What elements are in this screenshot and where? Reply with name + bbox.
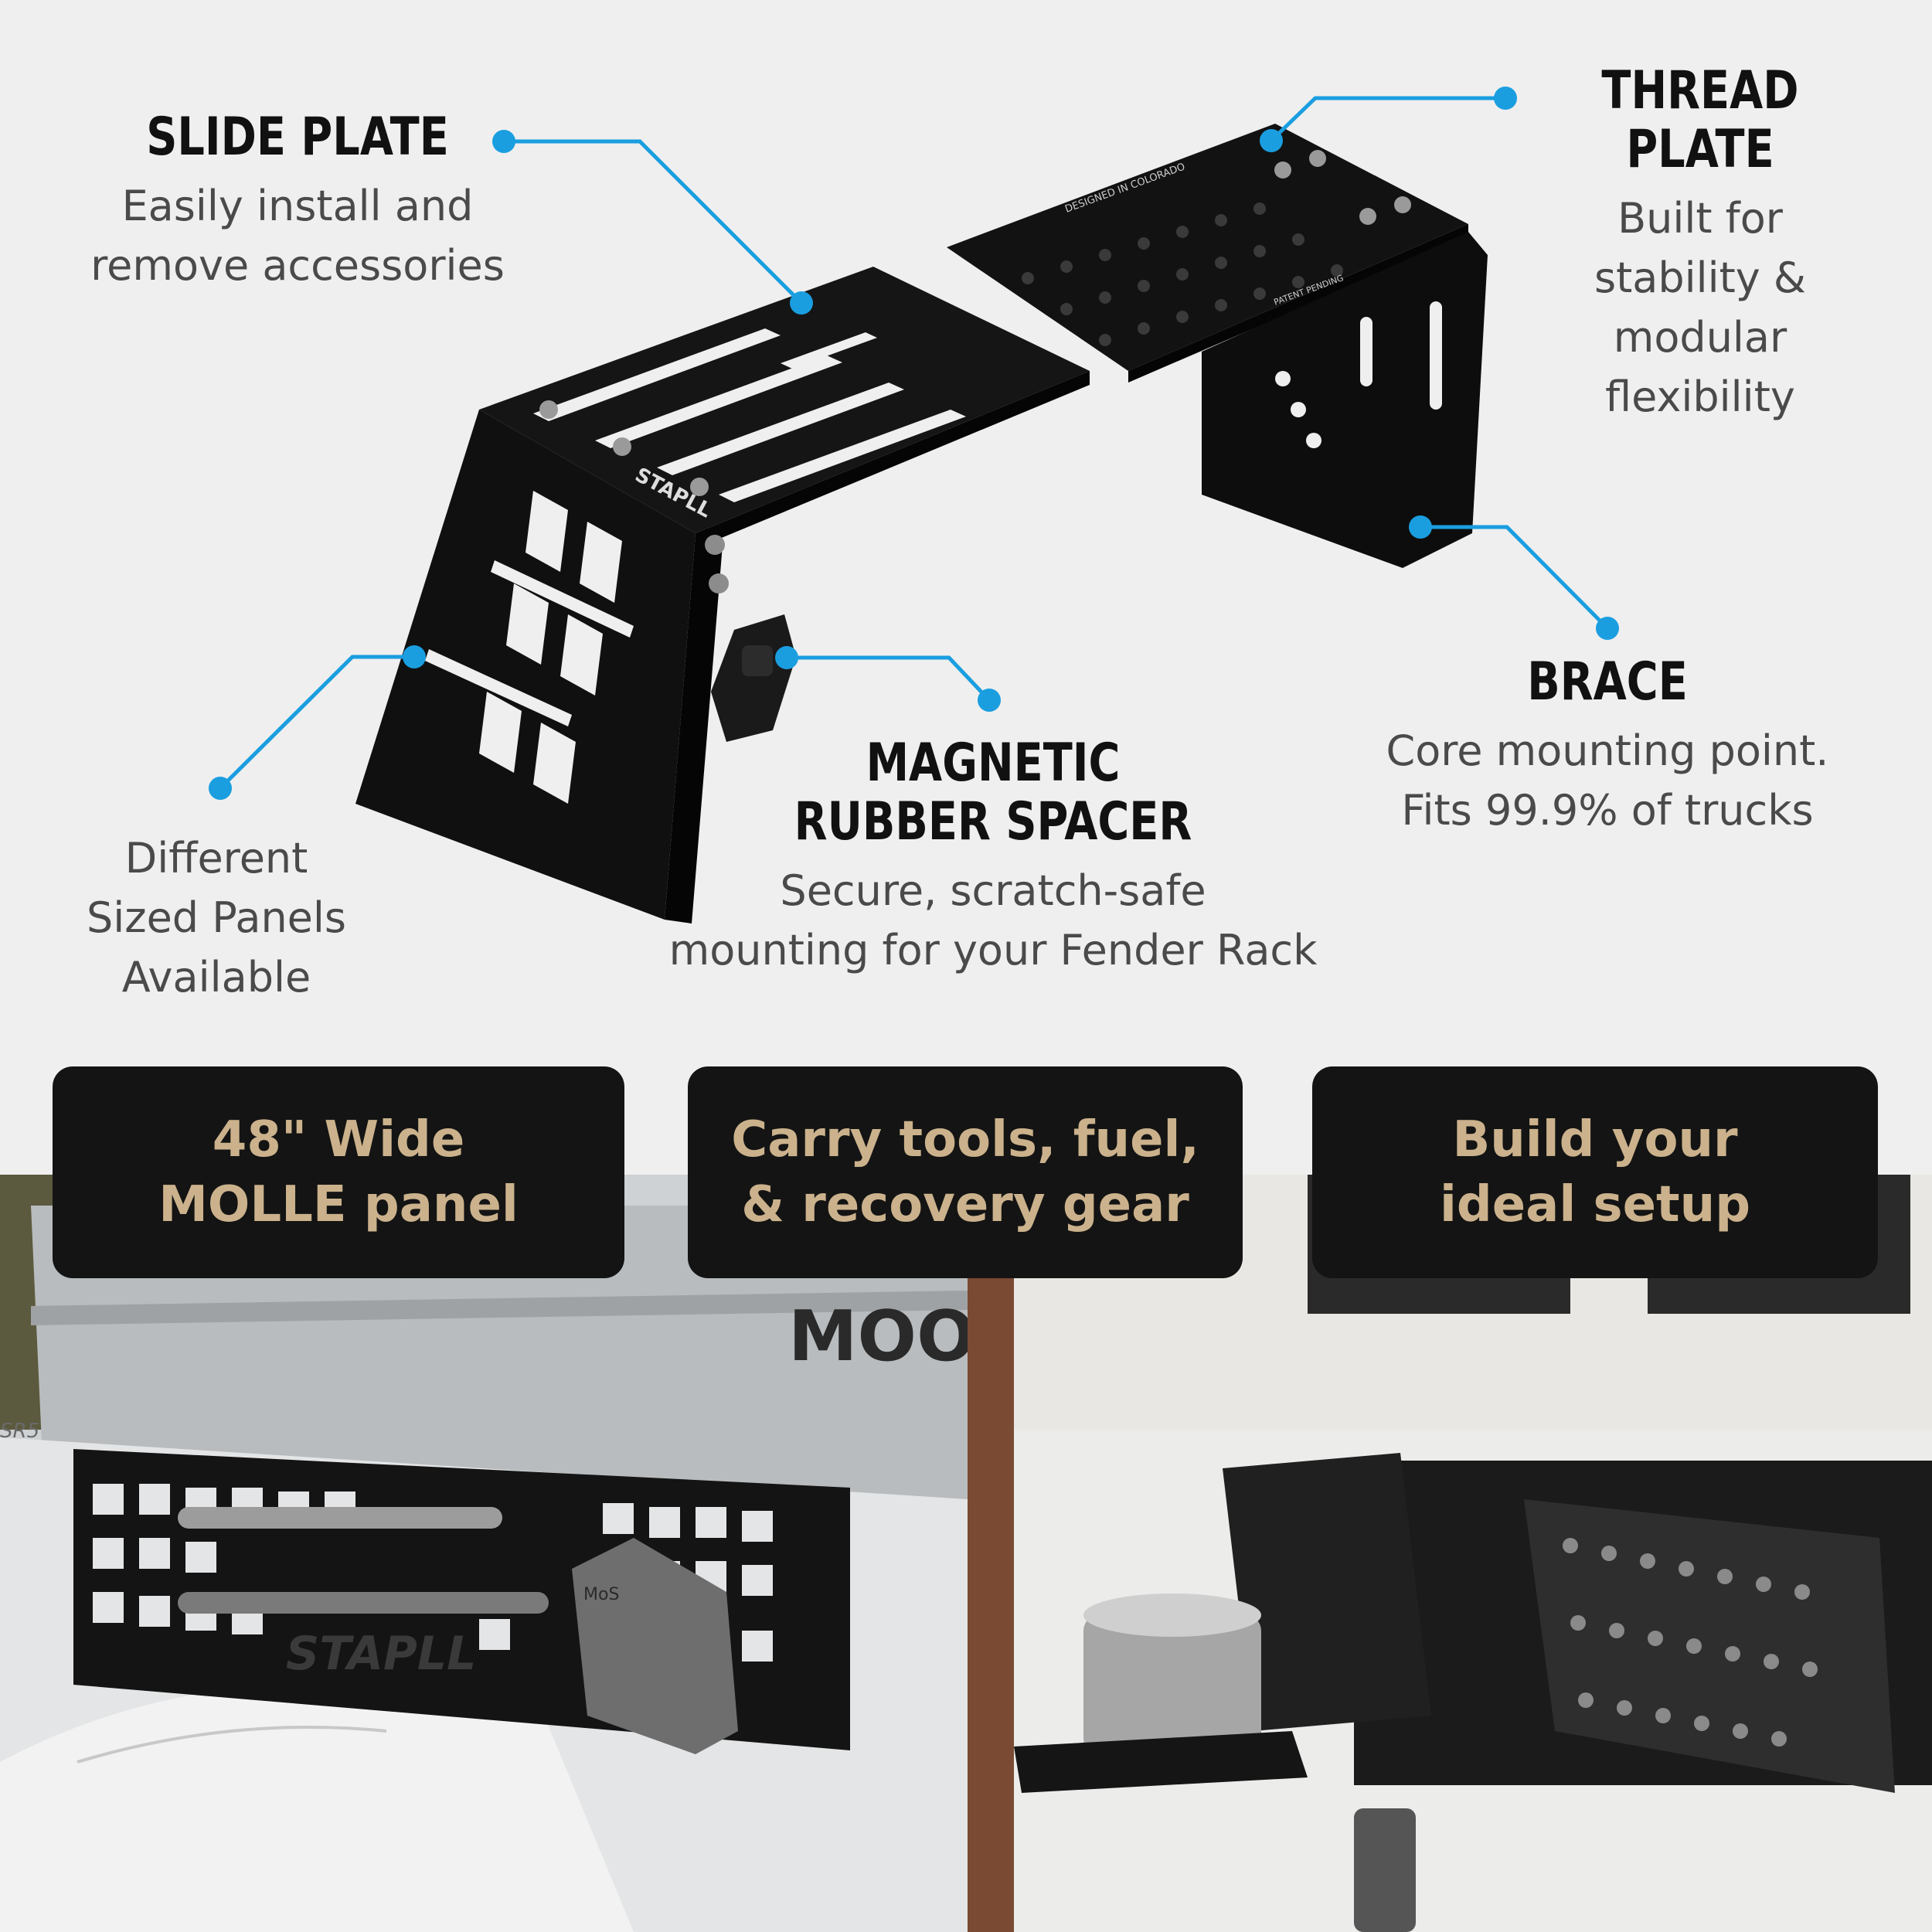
slide-plate-title: SLIDE PLATE [146,107,449,168]
badge-molle-text: 48" Wide MOLLE panel [158,1111,519,1233]
recovery-boards [1524,1499,1895,1793]
folding-box [1223,1453,1431,1731]
thread-plate-title: THREAD PLATE [1601,60,1799,181]
magnetic-spacer-desc: Secure, scratch-safe mounting for your F… [668,866,1318,975]
brace-title: BRACE [1527,651,1688,713]
mounted-panel-brand: STAPLL [286,1627,476,1681]
badge-build-setup: Build your ideal setup [1312,1066,1878,1278]
thread-plate [947,124,1468,371]
photo-truck-molle-panel: MOOI SR5 STAPLL MoS [0,1175,968,1932]
product-illustration: STAPLL DESIGNED IN CO [209,87,1619,923]
recovery-board-studs [1563,1538,1818,1747]
badge-setup-text: Build your ideal setup [1439,1111,1751,1233]
thread-plate-desc: Built for stability & modular flexibilit… [1594,194,1807,422]
badge-carry-gear: Carry tools, fuel, & recovery gear [688,1066,1243,1278]
callout-panels: Different Sized Panels Available [54,819,379,1007]
callout-slide-plate: SLIDE PLATE Easily install and remove ac… [46,107,549,295]
slide-plate-desc: Easily install and remove accessories [90,182,505,291]
brace-slots [1275,301,1442,448]
leader-dots [209,87,1619,800]
magnetic-spacer-title: MAGNETIC RUBBER SPACER [794,733,1192,853]
leader-lines [219,96,1609,790]
badge-molle-panel: 48" Wide MOLLE panel [53,1066,624,1278]
pressure-cooker [1083,1615,1261,1754]
photo-left-illustration: MOOI SR5 STAPLL MoS [0,1175,968,1932]
slide-plate-top [479,267,1090,533]
brace [1202,232,1488,568]
callout-brace: BRACE Core mounting point. Fits 99.9% of… [1352,651,1862,840]
magnetic-rubber-spacer [711,614,796,742]
callout-magnetic-spacer: MAGNETIC RUBBER SPACER Secure, scratch-s… [641,733,1345,980]
accessory-logo: MoS [583,1585,619,1604]
photo-right-illustration [968,1175,1932,1932]
shovel-accessory [572,1538,738,1754]
thread-plate-holes [1022,202,1343,346]
photo-camper-setup [968,1175,1932,1932]
brace-desc: Core mounting point. Fits 99.9% of truck… [1386,726,1829,835]
badge-carry-text: Carry tools, fuel, & recovery gear [731,1111,1199,1233]
callout-thread-plate: THREAD PLATE Built for stability & modul… [1515,60,1886,427]
slide-plate-slots [533,328,966,502]
fold-out-shelf [1014,1731,1308,1793]
panels-desc: Different Sized Panels Available [86,834,347,1002]
truck-badge: SR5 [0,1420,39,1443]
truck-lettering: MOOI [788,1296,968,1377]
molle-panel-cutouts [425,491,634,804]
